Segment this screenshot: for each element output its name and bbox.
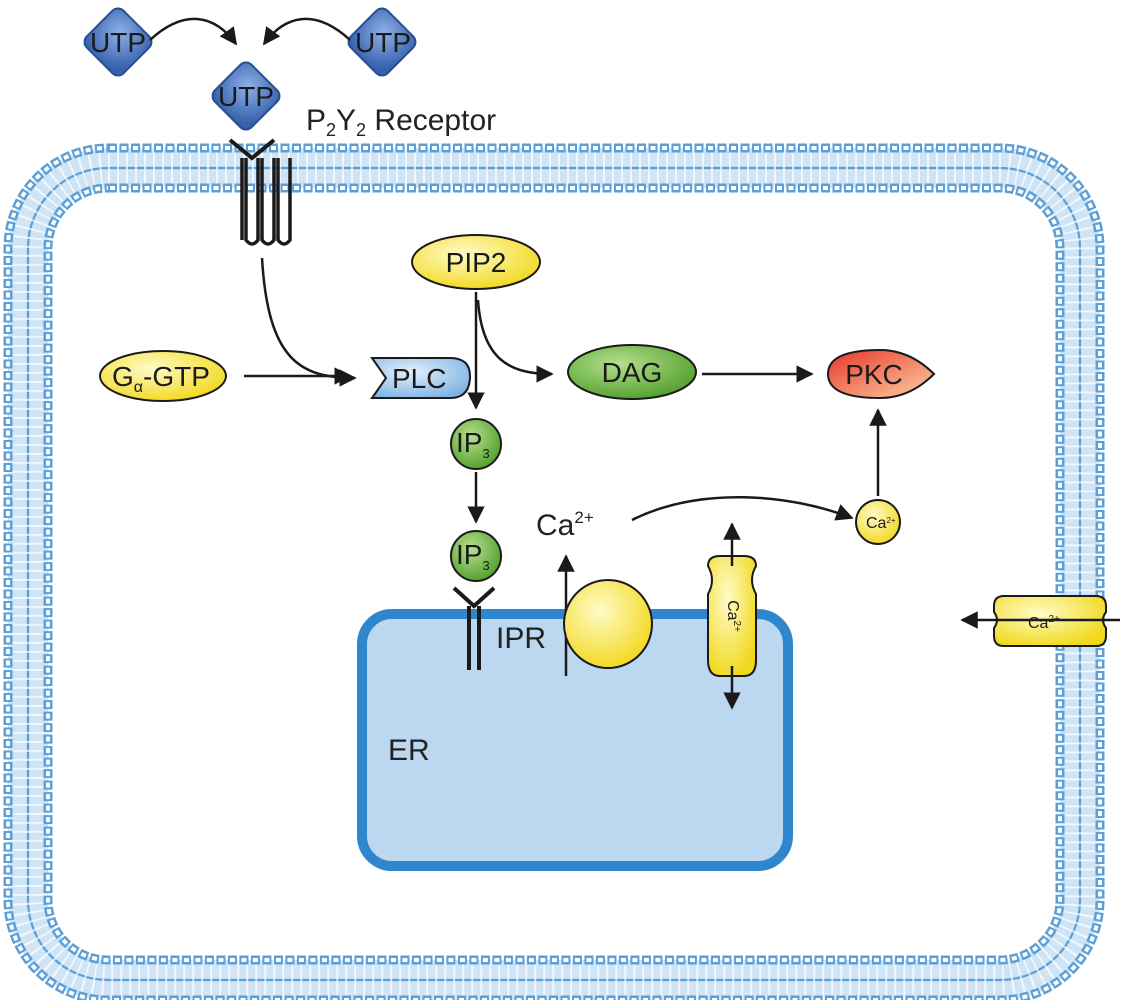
ip3-bottom-label: IP3 [456,539,490,573]
dag: DAG [567,344,697,400]
receptor-label: P2Y2 Receptor [306,104,496,140]
g-alpha-gtp-label: Gα-GTP [112,361,210,396]
ip3-top-label: IP3 [456,427,490,461]
utp-left-label: UTP [90,27,146,58]
dag-label: DAG [602,357,663,388]
utp-right-label: UTP [355,27,411,58]
cell-membrane [3,143,1105,1000]
utp-bound: UTP [211,61,281,131]
g-alpha-gtp: Gα-GTP [99,350,227,402]
p2y2-receptor: P2Y2 Receptor [228,104,496,246]
utp-right-arrow [262,17,351,46]
pip2: PIP2 [411,234,541,290]
ip3-top: IP3 [450,418,502,470]
ca-to-small-ca-arrow [631,496,854,522]
ip3-bottom: IP3 [450,530,502,582]
small-ca: Ca2+ [855,499,901,545]
ipr-label: IPR [496,622,546,655]
plc-label: PLC [392,363,446,394]
pip2-label: PIP2 [446,247,507,278]
ca-pump [563,579,653,669]
ca-label: Ca2+ [536,508,594,542]
utp-bound-label: UTP [218,81,274,112]
utp-right: UTP [347,7,417,77]
er-ca-channel: Ca2+ [706,555,758,677]
pkc: PKC [826,348,936,400]
er-label: ER [388,734,430,767]
utp-left-arrow [149,17,238,46]
small-ca-label: Ca2+ [866,515,896,532]
er-channel-ca-label: Ca2+ [724,600,742,632]
utp-left: UTP [83,7,153,77]
plc: PLC [370,357,472,399]
ip3-receptor: IPR [452,586,546,670]
pkc-label: PKC [845,359,903,390]
pip2-to-dag-arrow [476,299,554,383]
